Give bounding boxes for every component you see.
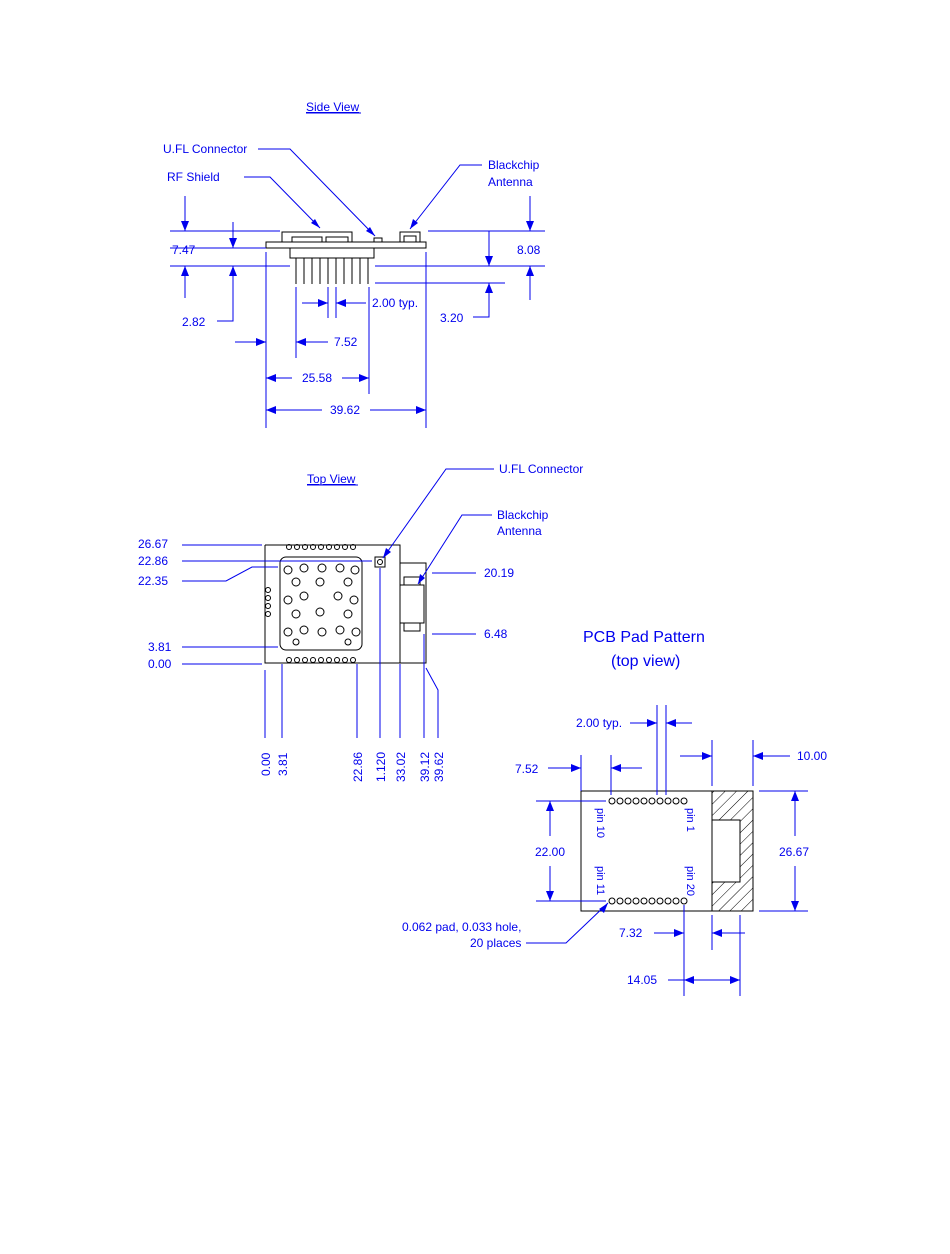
dim-25-58: 25.58 — [302, 371, 332, 385]
side-blackchip-leader — [409, 164, 482, 230]
top-blackchip-label-2: Antenna — [497, 524, 542, 538]
side-header-block — [289, 247, 375, 259]
dim-39-62: 39.62 — [330, 403, 360, 417]
side-ufl-leader — [258, 148, 376, 237]
top-pin-row-lower — [286, 657, 356, 663]
side-header-pins — [295, 258, 369, 284]
side-blackchip-label-1: Blackchip — [488, 158, 540, 172]
top-x-39-62: 39.62 — [432, 752, 446, 782]
top-ufl-label: U.FL Connector — [499, 462, 583, 476]
top-x-22-86: 22.86 — [351, 752, 365, 782]
top-x-0-00: 0.00 — [259, 752, 273, 776]
pcb-dim-10-00: 10.00 — [797, 749, 827, 763]
dim-2-00-typ: 2.00 typ. — [372, 296, 418, 310]
top-y-20-19: 20.19 — [484, 566, 514, 580]
top-y-0-00: 0.00 — [148, 657, 172, 671]
side-rf-shield-leader — [244, 176, 321, 229]
pcb-dim-2-00-typ: 2.00 typ. — [576, 716, 622, 730]
pad-note-line-2: 20 places — [470, 936, 521, 950]
pcb-pad-pattern: PCB Pad Pattern (top view) pin 10 pin 1 … — [402, 629, 827, 996]
side-rf-shield-label: RF Shield — [167, 170, 220, 184]
pcb-pattern-title-1: PCB Pad Pattern — [583, 629, 705, 646]
pcb-dim-22-00: 22.00 — [535, 845, 565, 859]
top-y-6-48: 6.48 — [484, 627, 508, 641]
dim-7-52: 7.52 — [334, 335, 358, 349]
top-x-33-02: 33.02 — [394, 752, 408, 782]
pcb-pads-top — [608, 797, 688, 805]
top-x-1-120: 1.120 — [374, 752, 388, 782]
top-x-3-81: 3.81 — [276, 752, 290, 776]
top-ufl-connector — [374, 556, 386, 568]
side-pcb — [265, 241, 427, 249]
top-view: Top View — [138, 462, 583, 782]
side-blackchip-label-2: Antenna — [488, 175, 533, 189]
top-rf-shield — [279, 556, 363, 651]
pad-note-leader — [526, 902, 609, 944]
top-y-22-35: 22.35 — [138, 574, 168, 588]
top-x-39-12: 39.12 — [418, 752, 432, 782]
dim-7-47: 7.47 — [172, 243, 196, 257]
top-ufl-leader — [382, 468, 494, 559]
top-view-title: Top View — [307, 472, 356, 486]
top-pin-row-upper — [286, 544, 356, 550]
top-antenna — [399, 584, 425, 624]
top-y-26-67: 26.67 — [138, 537, 168, 551]
pcb-dim-26-67: 26.67 — [779, 845, 809, 859]
top-blackchip-leader — [417, 514, 492, 585]
top-y-3-81: 3.81 — [148, 640, 172, 654]
pin-1-label: pin 1 — [684, 808, 696, 832]
pcb-dim-14-05: 14.05 — [627, 973, 657, 987]
side-view-module — [265, 231, 427, 284]
pin-20-label: pin 20 — [684, 866, 696, 896]
pin-10-label: pin 10 — [594, 808, 606, 838]
top-pcb-outline — [264, 544, 427, 664]
top-side-pins — [265, 587, 271, 617]
pin-11-label: pin 11 — [594, 866, 606, 895]
pcb-pattern-title-2: (top view) — [611, 653, 680, 670]
side-view: Side View — [163, 100, 545, 428]
side-view-title: Side View — [306, 100, 359, 114]
top-y-22-86: 22.86 — [138, 554, 168, 568]
dim-3-20: 3.20 — [440, 311, 464, 325]
top-blackchip-label-1: Blackchip — [497, 508, 549, 522]
side-ufl-label: U.FL Connector — [163, 142, 247, 156]
dim-8-08: 8.08 — [517, 243, 541, 257]
pad-note-line-1: 0.062 pad, 0.033 hole, — [402, 920, 521, 934]
pcb-dim-7-52: 7.52 — [515, 762, 539, 776]
top-view-module — [264, 544, 427, 664]
pcb-dim-7-32: 7.32 — [619, 926, 643, 940]
side-ufl-connector — [373, 237, 383, 243]
top-shield-holes — [283, 563, 361, 646]
dim-2-82: 2.82 — [182, 315, 206, 329]
pcb-pads-bottom — [608, 897, 688, 905]
